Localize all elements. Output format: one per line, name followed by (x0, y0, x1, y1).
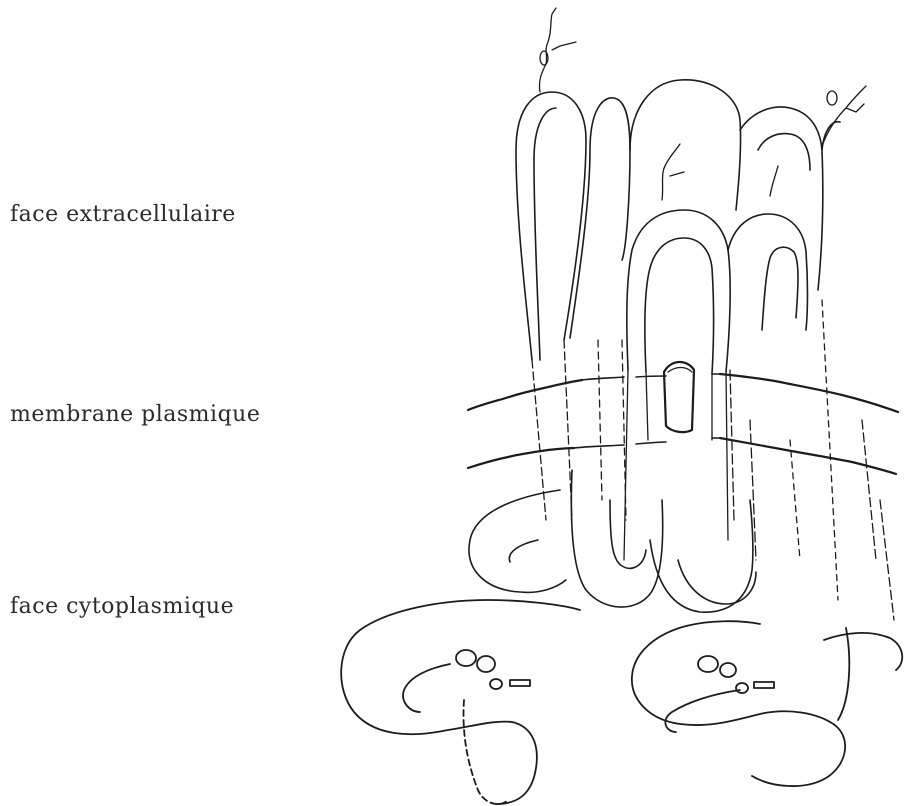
membrane-lower-line-right (720, 438, 896, 474)
ligand-left-a (456, 650, 476, 666)
ligand-left-c (490, 679, 502, 689)
extracellular-loop-4-inner (758, 134, 810, 170)
extracellular-loop-1 (516, 92, 586, 360)
cyto-domain-left (341, 600, 580, 804)
cyto-domain-left-tail (464, 700, 508, 804)
extracellular-loop-1-inner (534, 108, 556, 360)
tm-segment-1 (532, 340, 572, 520)
cyto-u-loop-1 (571, 470, 662, 607)
cyto-side-loop-inner (509, 540, 538, 562)
membrane-upper-line-right (720, 374, 898, 412)
ligand-groups (456, 650, 774, 693)
extracellular-loops (516, 80, 840, 374)
extracellular-loop-5 (822, 122, 840, 150)
ligand-left-arrow (510, 680, 530, 686)
ligand-right-arrow (754, 682, 774, 688)
ligand-left-b (477, 656, 495, 672)
cyto-u-loop-4 (678, 560, 756, 604)
extracellular-loop-3 (630, 80, 741, 210)
glycosylation-chains (539, 8, 866, 200)
membrane-lower-line-mid (574, 438, 720, 448)
sugar-chain-3 (662, 144, 684, 200)
tm-segment-2 (598, 340, 626, 520)
cyto-side-loop (469, 490, 566, 592)
tm-segment-4 (790, 300, 838, 600)
sugar-unit-2a (827, 91, 837, 105)
central-pore-right (712, 372, 728, 540)
pore-cylinder (664, 362, 694, 432)
plasma-membrane-bilayer (468, 374, 898, 474)
front-loop-b-inner (762, 247, 798, 330)
ligand-right-a (698, 656, 718, 672)
extracellular-loop-2 (570, 98, 630, 338)
cyto-domain-right-ext (838, 628, 849, 720)
front-loop-a-inner (645, 238, 714, 374)
central-pore-left (624, 370, 648, 560)
ligand-right-c (736, 683, 748, 693)
sugar-chain-1b (552, 42, 576, 50)
front-loop-a (627, 210, 730, 372)
cyto-domain-right-tail (824, 633, 902, 670)
cytoplasmic-domains (341, 600, 902, 804)
membrane-upper-line-mid (582, 374, 720, 380)
tm-segment-5 (862, 420, 894, 620)
sugar-chain-4 (770, 166, 778, 196)
cyto-u-loop-2 (610, 500, 646, 568)
ligand-right-b (720, 663, 736, 677)
cytoplasmic-loops (469, 470, 756, 612)
cyto-domain-right (632, 621, 845, 786)
membrane-lower-line-left (468, 448, 574, 468)
membrane-upper-line-left (468, 380, 582, 410)
sugar-chain-2 (822, 86, 866, 146)
cyto-domain-left-inner (403, 664, 450, 712)
sugar-chain-1 (539, 8, 556, 92)
